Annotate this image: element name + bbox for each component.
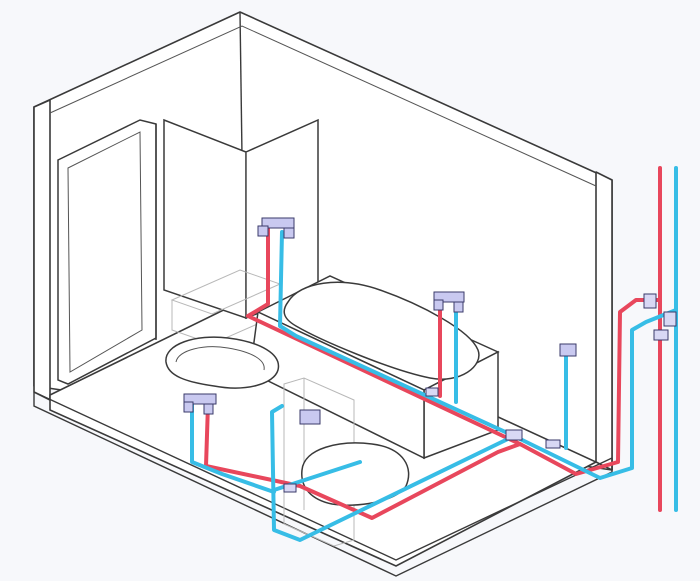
- valve-icon: [299, 409, 321, 425]
- sink-mixer: [183, 393, 217, 415]
- sink-inner-rim: [175, 346, 265, 371]
- cold-branch-sink: [190, 400, 276, 494]
- washbasin-valve: [299, 409, 321, 425]
- washbasin-bowl: [301, 442, 410, 506]
- riser-manifold: [643, 293, 677, 341]
- mixer-tap-icon: [183, 393, 217, 405]
- hot-water-pipes: [204, 166, 662, 520]
- cold-main-line: [270, 308, 678, 542]
- bathtub-basin: [283, 281, 480, 380]
- floor-slab-bottom-edge: [33, 392, 613, 577]
- riser-manifold-icon: [643, 293, 657, 309]
- washbasin-frame: [283, 377, 410, 547]
- cold-branch-shower: [278, 230, 516, 438]
- mixer-tap-icon: [261, 217, 295, 229]
- left-wall-edge: [33, 99, 51, 401]
- hot-branch-shower: [246, 226, 522, 446]
- toilet-valve: [559, 343, 577, 357]
- sink: [165, 336, 280, 389]
- bathtub-mixer: [433, 291, 465, 313]
- right-wall-edge: [595, 171, 613, 471]
- valve-icon: [505, 429, 523, 441]
- shower-mixer: [257, 217, 295, 239]
- valve-icon: [425, 387, 439, 397]
- sink-bowl: [165, 336, 280, 389]
- door: [57, 119, 157, 385]
- cold-water-pipes: [190, 166, 678, 542]
- shower-partition: [163, 118, 319, 320]
- partition-glass: [163, 118, 247, 320]
- wall-top-bevel: [49, 25, 597, 187]
- valve-icon: [559, 343, 577, 357]
- pipe-junctions: [283, 387, 561, 493]
- mixer-tap-icon: [433, 291, 465, 303]
- door-panel: [67, 131, 143, 373]
- valve-icon: [283, 483, 297, 493]
- floor-slab-top-edge: [33, 391, 613, 561]
- valve-icon: [545, 439, 561, 449]
